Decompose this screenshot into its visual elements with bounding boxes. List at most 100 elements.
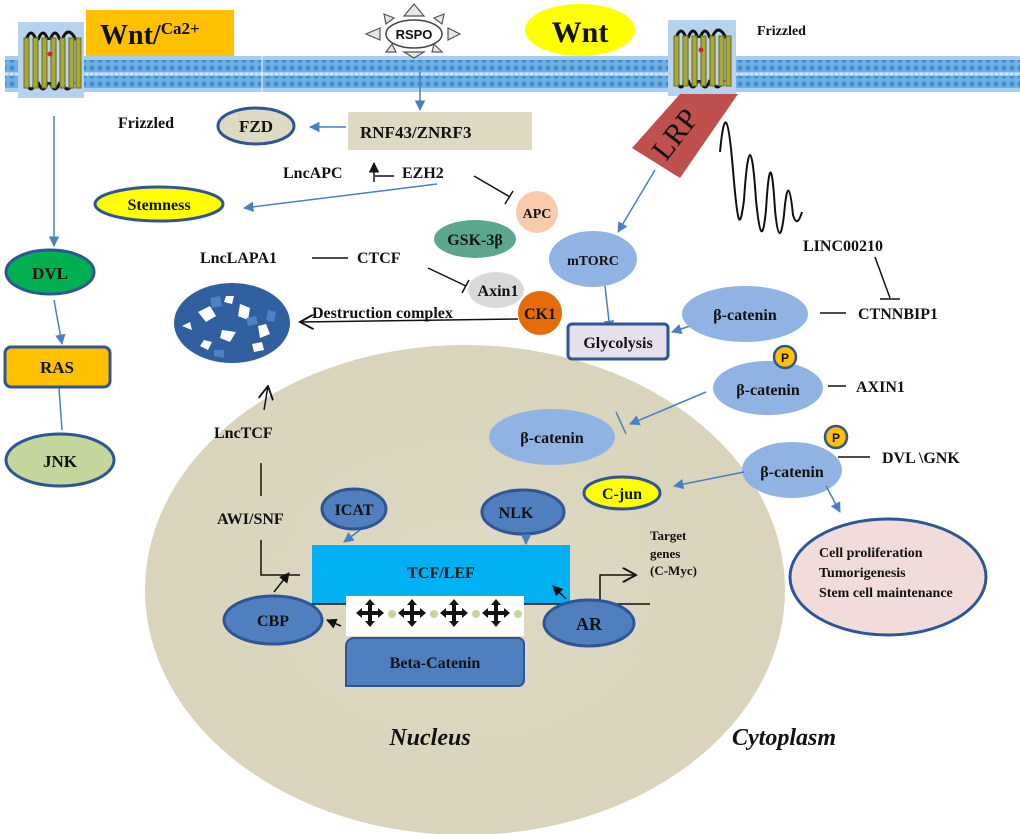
svg-text:Wnt/Ca2+: Wnt/Ca2+ xyxy=(100,19,200,51)
dvl-gnk-label: DVL \GNK xyxy=(882,450,960,467)
beta-catenin-label: β-catenin xyxy=(760,464,824,481)
fzd-label: FZD xyxy=(239,117,273,136)
outcome-item: Tumorigenesis xyxy=(819,566,906,581)
destruction-complex-label: Destruction complex xyxy=(312,305,453,322)
icat-node: ICAT xyxy=(320,487,388,531)
frizzled-receptor-left-icon xyxy=(18,22,84,98)
rnf43-label: RNF43/ZNRF3 xyxy=(360,123,471,142)
mtorc-label: mTORC xyxy=(567,254,619,269)
stemness-node: Stemness xyxy=(93,185,225,223)
beta-catenin-label: β-catenin xyxy=(713,307,777,324)
arrow-cbp-to-awisnf xyxy=(273,572,290,593)
wnt-ca-superscript: Ca2+ xyxy=(161,19,200,38)
icat-label: ICAT xyxy=(335,502,374,519)
nuclear-beta-catenin-node: β-catenin xyxy=(489,409,615,465)
arrow-dvl-to-ras xyxy=(53,299,66,346)
inhibit-ezh2-apc xyxy=(473,175,511,198)
tcf-lef-label: TCF/LEF xyxy=(407,565,475,582)
wnt-label: Wnt xyxy=(552,16,609,49)
rnf43-znrf3-box: RNF43/ZNRF3 xyxy=(348,112,532,150)
lnclapa1-label: LncLAPA1 xyxy=(200,250,277,267)
dna-binding-strip xyxy=(346,596,524,636)
axin1-node: Axin1 xyxy=(468,272,524,308)
mtorc-node: mTORC xyxy=(549,231,637,287)
arrow-icat-to-tcf xyxy=(343,529,361,543)
phosphate-label: P xyxy=(781,351,789,365)
rspo-label: RSPO xyxy=(396,27,433,42)
axin1-upper-label: AXIN1 xyxy=(856,379,905,396)
apc-label: APC xyxy=(523,207,552,222)
outcome-item: Cell proliferation xyxy=(819,546,923,561)
gsk3b-label: GSK-3β xyxy=(447,232,503,249)
arrow-beta-catenin-to-nucleus xyxy=(629,391,707,426)
cell-membrane xyxy=(5,56,1020,92)
link-ras-jnk xyxy=(58,387,63,431)
beta-catenin-box-label: Beta-Catenin xyxy=(390,655,481,672)
oscillation-wave-icon xyxy=(719,121,803,235)
jnk-label: JNK xyxy=(43,452,78,471)
inhibit-linc00210-ctnnbip1 xyxy=(874,256,891,299)
cytoplasm-label: Cytoplasm xyxy=(732,725,836,751)
arrow-beta-catenin-to-glycolysis xyxy=(671,324,691,334)
ras-box: RAS xyxy=(3,345,112,389)
ctcf-label: CTCF xyxy=(357,250,401,267)
target-genes-line: (C-Myc) xyxy=(650,563,697,578)
ras-label: RAS xyxy=(40,358,74,377)
dvl-label: DVL xyxy=(32,264,68,283)
ck1-node: CK1 xyxy=(518,291,562,335)
ar-label: AR xyxy=(576,614,603,634)
cbp-label: CBP xyxy=(257,613,289,630)
cjun-label: C-jun xyxy=(602,486,642,503)
gsk3b-node: GSK-3β xyxy=(434,220,516,258)
rspo-ligand: RSPO xyxy=(364,3,462,59)
ezh2-label: EZH2 xyxy=(402,165,444,182)
target-genes-line: genes xyxy=(650,546,680,561)
beta-catenin-node-2: β-catenin xyxy=(713,361,823,415)
arrow-lrp-to-mtorc xyxy=(617,169,656,233)
ar-node: AR xyxy=(542,598,636,648)
cbp-node: CBP xyxy=(222,594,324,646)
dvl-node: DVL xyxy=(4,248,96,296)
arrow-strip-to-cbp xyxy=(326,618,342,629)
target-genes-line: Target xyxy=(650,528,687,543)
inhibit-ctcf-axin1 xyxy=(427,267,467,287)
fzd-node: FZD xyxy=(216,106,296,146)
inhibit-bar xyxy=(615,411,627,435)
inhibit-bar xyxy=(461,279,470,294)
wnt-ligand: Wnt xyxy=(525,4,635,56)
beta-catenin-node-1: β-catenin xyxy=(682,286,808,342)
outcome-item: Stem cell maintenance xyxy=(819,586,953,601)
phosphate-badge: P xyxy=(823,424,849,450)
beta-catenin-node-3: β-catenin xyxy=(742,442,842,498)
frizzled-receptor-right-icon xyxy=(668,20,736,96)
glycolysis-box: Glycolysis xyxy=(566,322,670,361)
nucleus-label: Nucleus xyxy=(388,725,470,751)
linc00210-label: LINC00210 xyxy=(803,238,883,255)
arrow-ezh2-to-stemness xyxy=(242,183,438,213)
lnctcf-label: LncTCF xyxy=(214,425,273,442)
proteasome-degradation-icon xyxy=(174,283,290,363)
ctnnbip1-label: CTNNBIP1 xyxy=(858,306,938,323)
stemness-label: Stemness xyxy=(127,197,190,214)
phosphate-label: P xyxy=(832,431,840,445)
frizzled-top-label: Frizzled xyxy=(757,24,806,39)
cjun-node: C-jun xyxy=(582,475,662,511)
arrow-ar-to-tcf xyxy=(552,585,567,600)
axin1-label: Axin1 xyxy=(478,283,519,300)
cross-arrow-icon xyxy=(356,599,510,627)
outcomes-node: Cell proliferation Tumorigenesis Stem ce… xyxy=(788,517,988,637)
lncapc-label: LncAPC xyxy=(283,165,343,182)
nlk-label: NLK xyxy=(499,505,534,522)
beta-catenin-label: β-catenin xyxy=(520,430,584,447)
awi-snf-label: AWI/SNF xyxy=(217,511,284,528)
arrow-target-genes xyxy=(599,575,636,604)
tcf-lef-box: TCF/LEF xyxy=(312,545,570,604)
nlk-node: NLK xyxy=(480,488,566,536)
beta-catenin-label: β-catenin xyxy=(736,382,800,399)
apc-node: APC xyxy=(516,191,558,233)
frizzled-label: Frizzled xyxy=(118,115,174,132)
ck1-label: CK1 xyxy=(524,306,556,323)
phosphate-badge: P xyxy=(772,344,798,370)
inhibit-bar xyxy=(504,190,514,205)
